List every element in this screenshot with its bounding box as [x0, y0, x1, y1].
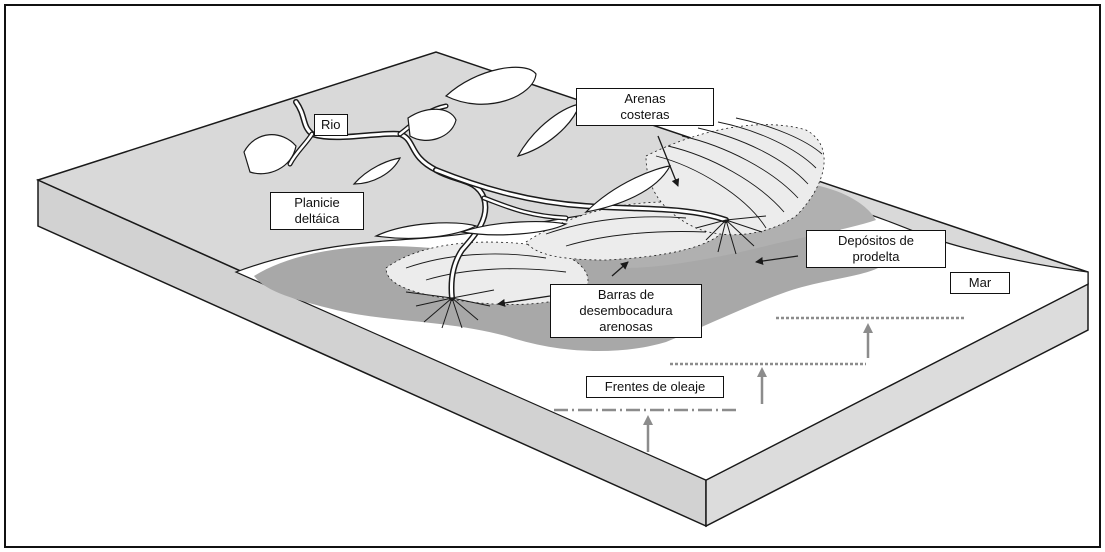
label-arenas-costeras-line1: Arenas: [583, 91, 707, 107]
label-rio: Rio: [314, 114, 348, 136]
label-mar: Mar: [950, 272, 1010, 294]
label-planicie-deltaica: Planicie deltáica: [270, 192, 364, 230]
figure-frame: Rio Arenas costeras Planicie deltáica De…: [4, 4, 1101, 548]
label-frentes-oleaje: Frentes de oleaje: [586, 376, 724, 398]
label-barras-line1: Barras de: [557, 287, 695, 303]
label-depositos-prodelta: Depósitos de prodelta: [806, 230, 946, 268]
label-mar-text: Mar: [957, 275, 1003, 291]
label-arenas-costeras: Arenas costeras: [576, 88, 714, 126]
label-arenas-costeras-line2: costeras: [583, 107, 707, 123]
label-barras-line3: arenosas: [557, 319, 695, 335]
label-frentes-oleaje-text: Frentes de oleaje: [593, 379, 717, 395]
delta-block-diagram: [6, 6, 1099, 546]
label-barras-line2: desembocadura: [557, 303, 695, 319]
label-depositos-prodelta-line2: prodelta: [813, 249, 939, 265]
label-planicie-deltaica-line1: Planicie: [277, 195, 357, 211]
label-barras-desembocadura: Barras de desembocadura arenosas: [550, 284, 702, 338]
label-rio-text: Rio: [321, 117, 341, 133]
label-planicie-deltaica-line2: deltáica: [277, 211, 357, 227]
label-depositos-prodelta-line1: Depósitos de: [813, 233, 939, 249]
